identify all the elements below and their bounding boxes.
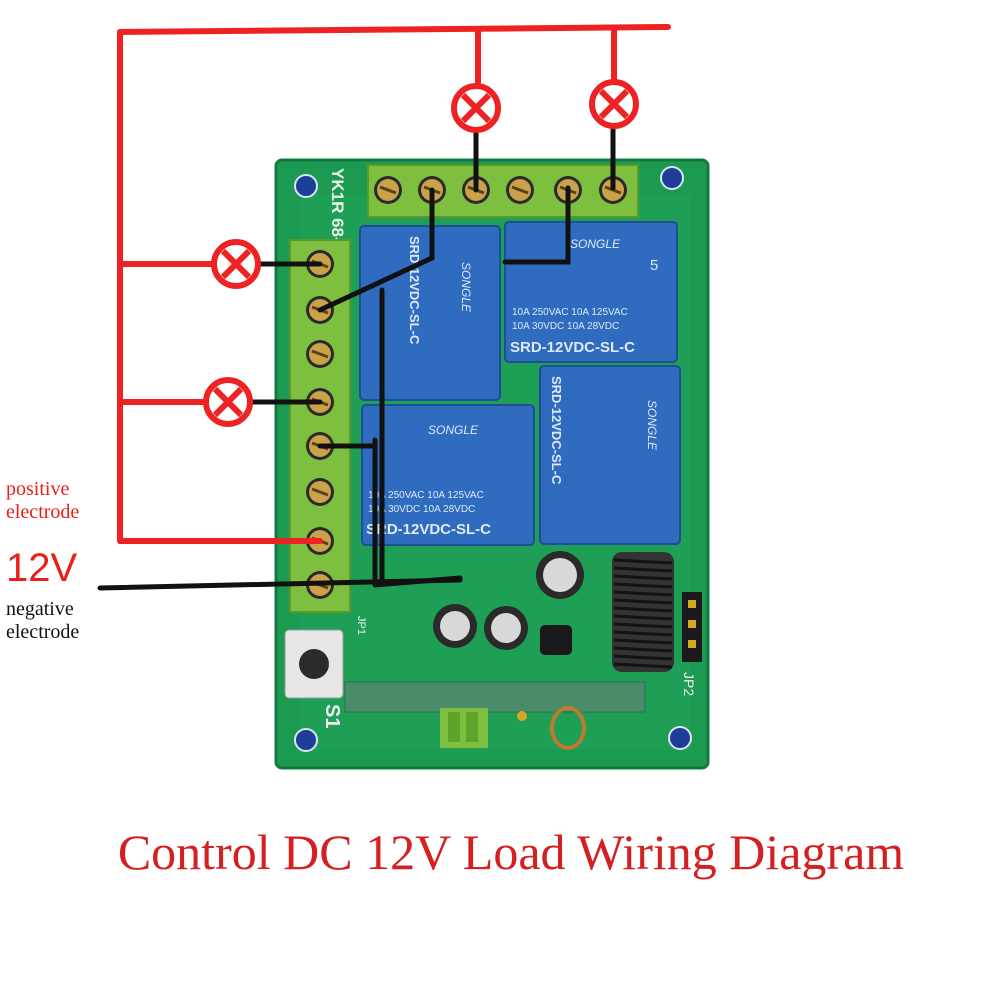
relay-bottom-right-model: SRD-12VDC-SL-C <box>549 376 564 485</box>
relay-top-right-rating-2: 10A 30VDC 10A 28VDC <box>512 321 619 332</box>
relay-bottom-left-rating-1: 10A 250VAC 10A 125VAC <box>368 490 484 501</box>
capacitors <box>433 551 584 655</box>
antenna-coil <box>612 552 674 672</box>
jp1-label: JP1 <box>355 616 367 635</box>
supply-voltage-label: 12V <box>6 546 78 590</box>
relay-top-right: SONGLE 10A 250VAC 10A 125VAC 10A 30VDC 1… <box>504 221 678 363</box>
left-terminal-block <box>289 239 351 613</box>
jp2-header: JP2 <box>681 592 702 696</box>
negative-electrode-label: negative electrode <box>6 598 80 643</box>
relay-bottom-right-brand: SONGLE <box>645 400 659 451</box>
relay-top-right-model: SRD-12VDC-SL-C <box>510 339 635 356</box>
terminal-screw-icon <box>306 340 334 368</box>
relay-top-left-model: SRD-12VDC-SL-C <box>407 236 422 345</box>
relay-bottom-left: SONGLE 10A 250VAC 10A 125VAC 10A 30VDC 1… <box>361 404 535 546</box>
relay-top-left-brand: SONGLE <box>459 262 473 313</box>
receiver-board: YK1R 68-04B SRD-12VDC-SL-C SONGLE SONGLE… <box>274 158 710 770</box>
top-terminal-block <box>367 164 639 218</box>
relay-top-right-number: 5 <box>650 257 658 274</box>
positive-wiring <box>117 24 671 544</box>
relay-bottom-left-brand: SONGLE <box>428 423 479 437</box>
jp2-label: JP2 <box>681 672 697 696</box>
diagram-caption: Control DC 12V Load Wiring Diagram <box>117 824 905 880</box>
relay-bottom-left-rating-2: 10A 30VDC 10A 28VDC <box>368 504 475 515</box>
terminal-screw-icon <box>374 176 402 204</box>
terminal-screw-icon <box>306 478 334 506</box>
load-wiring <box>97 122 616 591</box>
relay-top-right-brand: SONGLE <box>570 237 621 251</box>
mounting-hole-icons <box>294 166 692 752</box>
relay-top-left: SRD-12VDC-SL-C SONGLE <box>359 225 501 401</box>
lamp-icons <box>203 79 639 427</box>
rf-receiver-module <box>344 681 646 750</box>
terminal-screw-icon <box>506 176 534 204</box>
relay-bottom-right: SRD-12VDC-SL-C SONGLE <box>539 365 681 545</box>
lamp-icon <box>203 377 253 427</box>
switch-label: S1 <box>321 704 343 728</box>
relay-top-right-rating-1: 10A 250VAC 10A 125VAC <box>512 307 628 318</box>
relay-bottom-left-model: SRD-12VDC-SL-C <box>366 521 491 538</box>
positive-electrode-label: positive electrode <box>6 478 80 523</box>
lamp-icon <box>211 239 261 289</box>
tactile-switch-s1: S1 <box>284 629 344 728</box>
lamp-icon <box>451 83 501 133</box>
lamp-icon <box>589 79 639 129</box>
